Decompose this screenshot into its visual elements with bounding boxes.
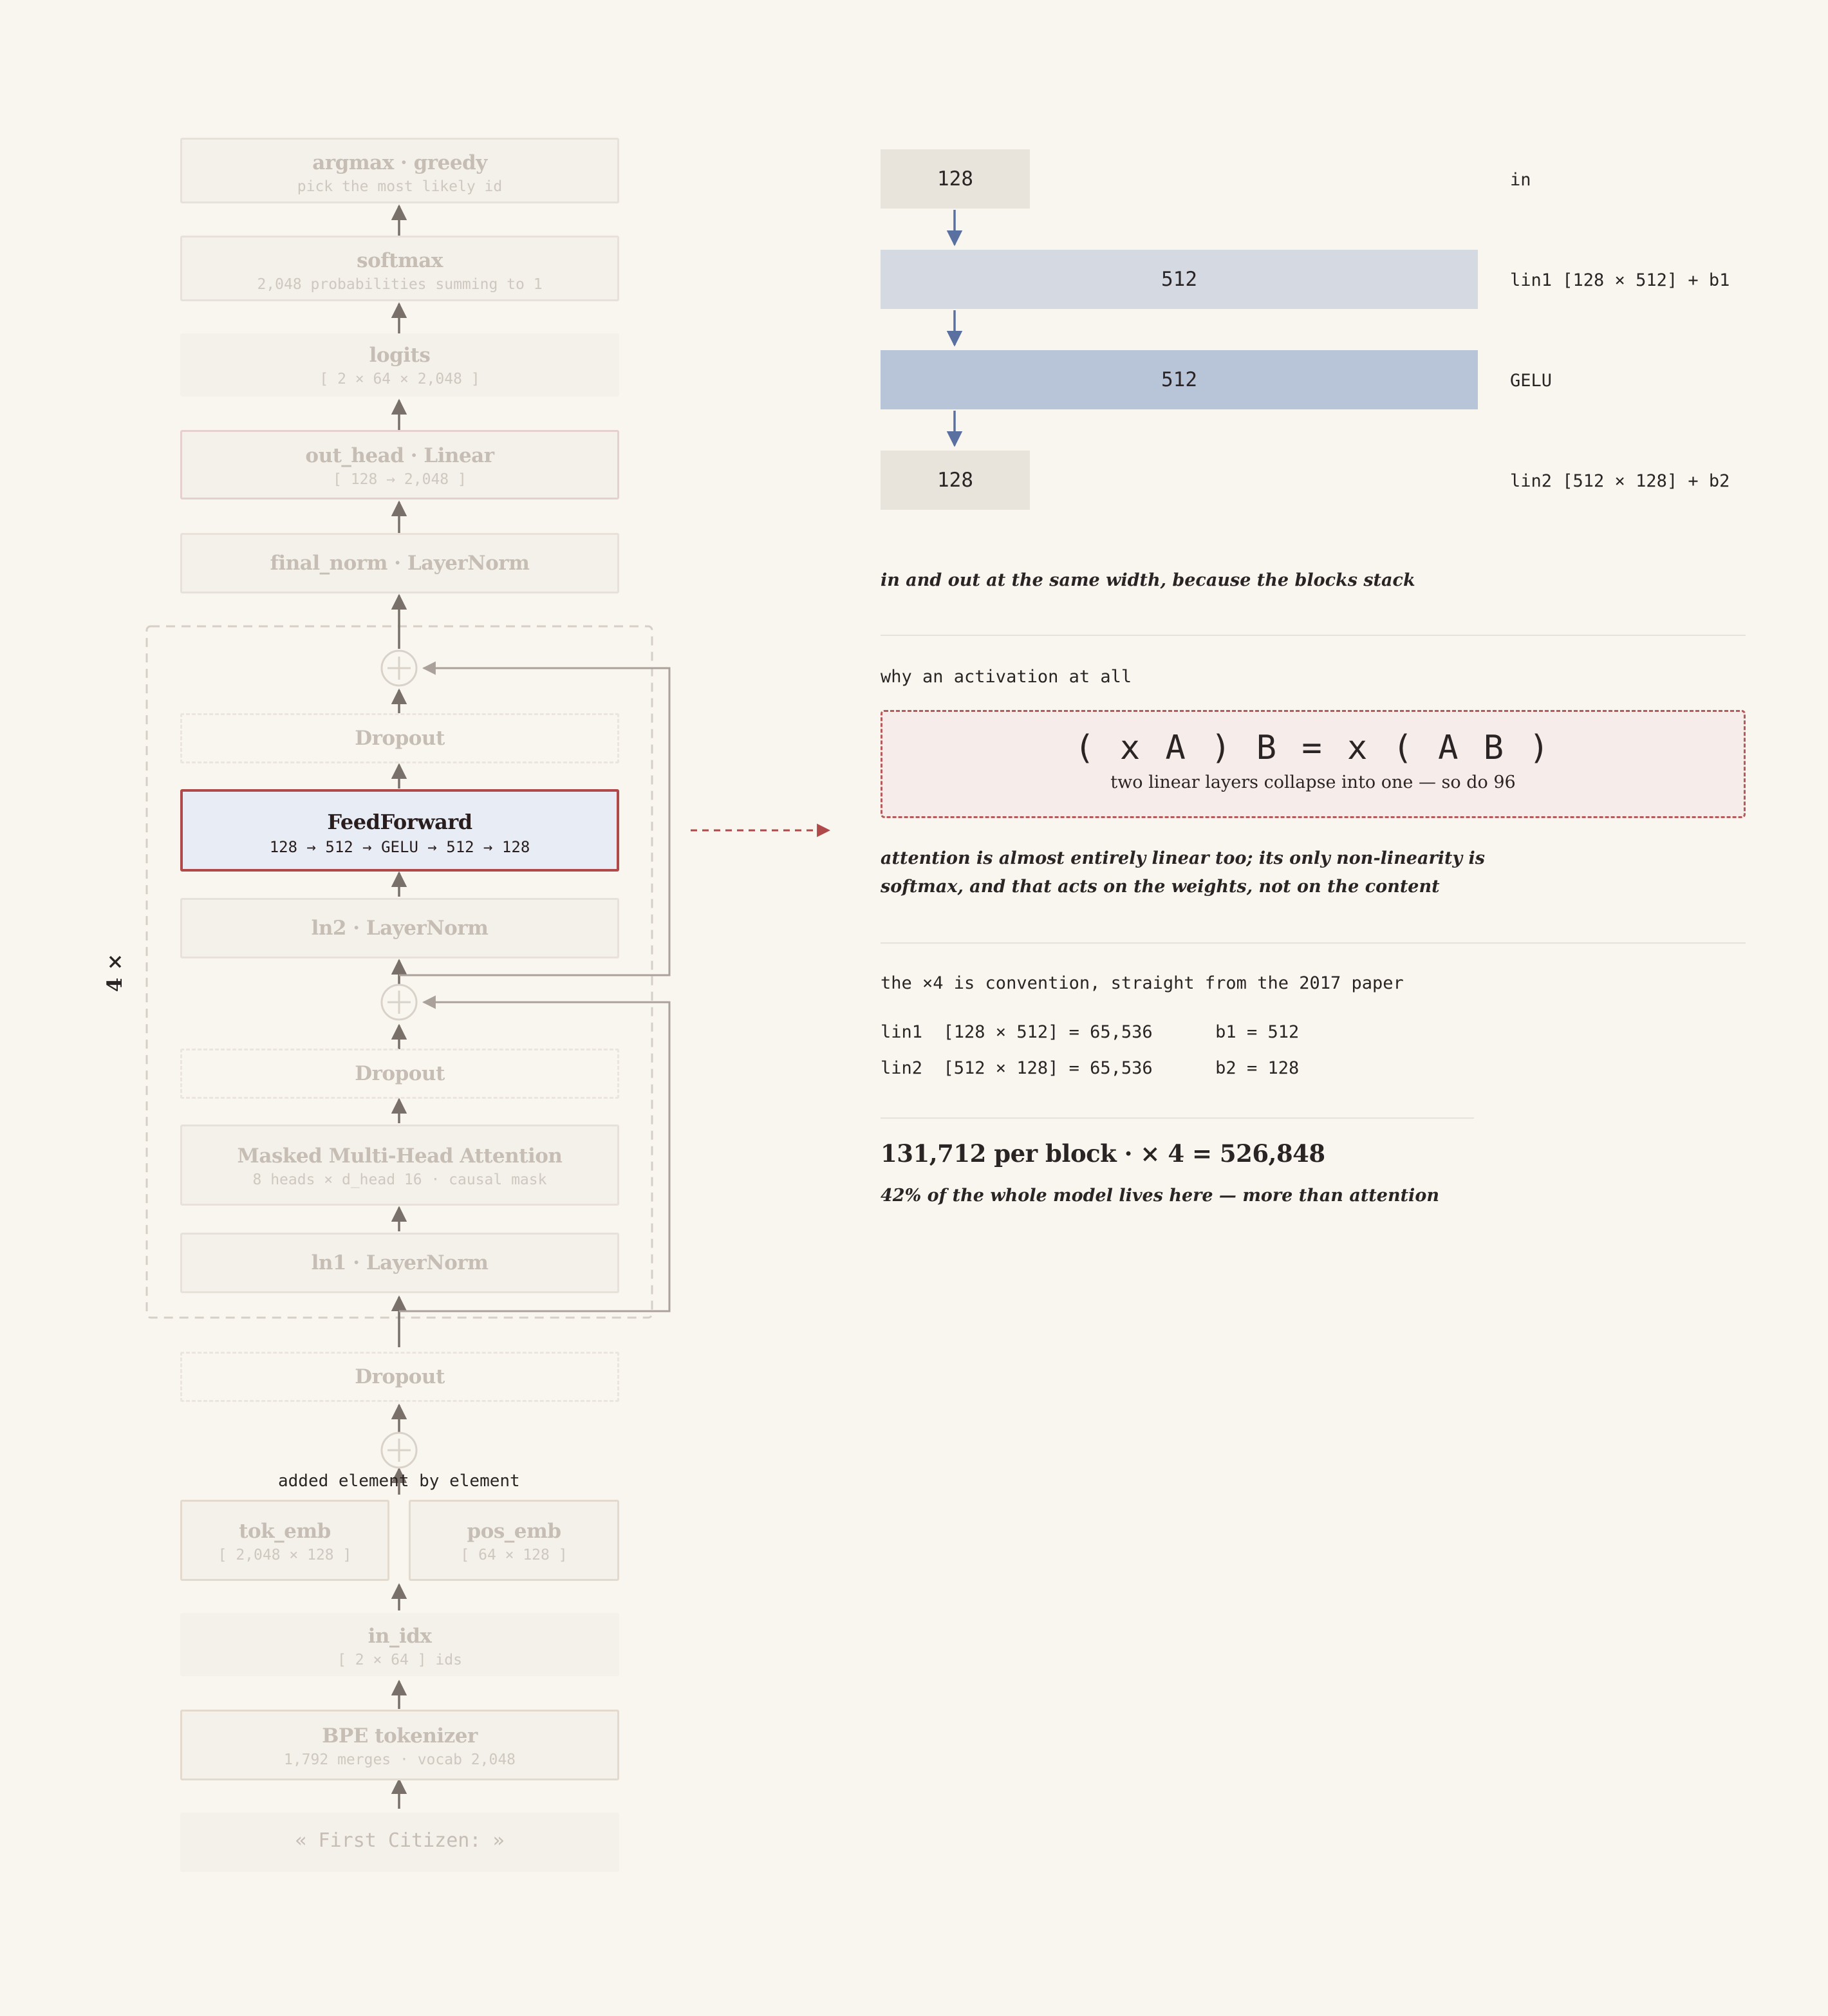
argmax-title: argmax · greedy: [312, 151, 487, 174]
ffn-out-bar: 128: [881, 451, 1030, 510]
residual-path-feedforward: [399, 661, 671, 976]
logits-shape: [ 2 × 64 × 2,048 ]: [319, 371, 480, 387]
dropout-low-node: Dropout: [180, 1352, 619, 1402]
divider-2: [881, 942, 1746, 944]
out-head-shape: [ 128 → 2,048 ]: [333, 471, 467, 488]
attention-linearity-note-2: softmax, and that acts on the weights, n…: [881, 877, 1440, 897]
pos-emb-shape: [ 64 × 128 ]: [460, 1547, 568, 1563]
softmax-node: softmax 2,048 probabilities summing to 1: [180, 236, 619, 301]
tokenizer-subtitle: 1,792 merges · vocab 2,048: [283, 1751, 516, 1768]
softmax-subtitle: 2,048 probabilities summing to 1: [257, 276, 543, 293]
ln2-title: ln2 · LayerNorm: [311, 917, 489, 940]
repeat-label: 4 ×: [102, 953, 127, 993]
params-share-note: 42% of the whole model lives here — more…: [881, 1186, 1439, 1206]
ffn-out-label: lin2 [512 × 128] + b2: [1510, 471, 1730, 491]
attention-subtitle: 8 heads × d_head 16 · causal mask: [252, 1171, 547, 1188]
feedforward-shape: 128 → 512 → GELU → 512 → 128: [269, 838, 530, 856]
dropout-mid-title: Dropout: [355, 1062, 445, 1085]
params-total: 131,712 per block · × 4 = 526,848: [881, 1139, 1325, 1168]
argmax-node: argmax · greedy pick the most likely id: [180, 138, 619, 203]
params-heading: the ×4 is convention, straight from the …: [881, 973, 1404, 993]
attention-node: Masked Multi-Head Attention 8 heads × d_…: [180, 1125, 619, 1206]
tokenizer-title: BPE tokenizer: [322, 1724, 478, 1748]
in-idx-shape: [ 2 × 64 ] ids: [337, 1652, 462, 1668]
ffn-lin1-label: lin1 [128 × 512] + b1: [1510, 270, 1730, 290]
divider-1: [881, 635, 1746, 636]
formula-subtitle: two linear layers collapse into one — so…: [1110, 772, 1516, 792]
ffn-gelu-label: GELU: [1510, 371, 1553, 391]
ln2-node: ln2 · LayerNorm: [180, 898, 619, 958]
ln1-title: ln1 · LayerNorm: [311, 1251, 489, 1274]
argmax-subtitle: pick the most likely id: [297, 178, 503, 195]
dropout-top-node: Dropout: [180, 713, 619, 763]
divider-3: [881, 1117, 1474, 1119]
pos-emb-title: pos_emb: [467, 1520, 561, 1543]
formula: ( x A ) B = x ( A B ): [1074, 729, 1552, 767]
feedforward-title: FeedForward: [327, 810, 472, 834]
softmax-title: softmax: [357, 249, 443, 272]
params-row-lin2: lin2 [512 × 128] = 65,536 b2 = 128: [881, 1058, 1300, 1078]
residual-path-attention: [399, 995, 671, 1312]
input-text-node: « First Citizen: »: [180, 1813, 619, 1872]
pos-emb-node: pos_emb [ 64 × 128 ]: [409, 1500, 619, 1581]
ffn-lin1-bar: 512: [881, 250, 1478, 309]
logits-node: logits [ 2 × 64 × 2,048 ]: [180, 333, 619, 397]
in-idx-title: in_idx: [368, 1625, 432, 1648]
ffn-in-bar: 128: [881, 149, 1030, 209]
add-note: added element by element: [278, 1471, 520, 1491]
out-head-title: out_head · Linear: [305, 444, 494, 467]
out-head-node: out_head · Linear [ 128 → 2,048 ]: [180, 430, 619, 499]
dropout-mid-node: Dropout: [180, 1049, 619, 1099]
feedforward-node[interactable]: FeedForward 128 → 512 → GELU → 512 → 128: [180, 789, 619, 872]
tok-emb-title: tok_emb: [239, 1520, 331, 1543]
final-norm-node: final_norm · LayerNorm: [180, 533, 619, 593]
params-row-lin1: lin1 [128 × 512] = 65,536 b1 = 512: [881, 1022, 1300, 1042]
ffn-gelu-bar: 512: [881, 350, 1478, 409]
attention-linearity-note-1: attention is almost entirely linear too;…: [881, 848, 1485, 868]
ffn-in-label: in: [1510, 170, 1531, 190]
attention-title: Masked Multi-Head Attention: [237, 1144, 563, 1168]
tok-emb-node: tok_emb [ 2,048 × 128 ]: [180, 1500, 389, 1581]
ln1-node: ln1 · LayerNorm: [180, 1233, 619, 1293]
dropout-top-title: Dropout: [355, 727, 445, 750]
final-norm-title: final_norm · LayerNorm: [270, 552, 530, 575]
formula-box: ( x A ) B = x ( A B ) two linear layers …: [881, 710, 1746, 818]
ffn-width-note: in and out at the same width, because th…: [881, 570, 1415, 590]
logits-title: logits: [369, 344, 431, 367]
input-text: « First Citizen: »: [295, 1829, 505, 1852]
in-idx-node: in_idx [ 2 × 64 ] ids: [180, 1613, 619, 1676]
activation-heading: why an activation at all: [881, 667, 1132, 687]
dropout-low-title: Dropout: [355, 1365, 445, 1388]
tokenizer-node: BPE tokenizer 1,792 merges · vocab 2,048: [180, 1710, 619, 1780]
tok-emb-shape: [ 2,048 × 128 ]: [218, 1547, 352, 1563]
